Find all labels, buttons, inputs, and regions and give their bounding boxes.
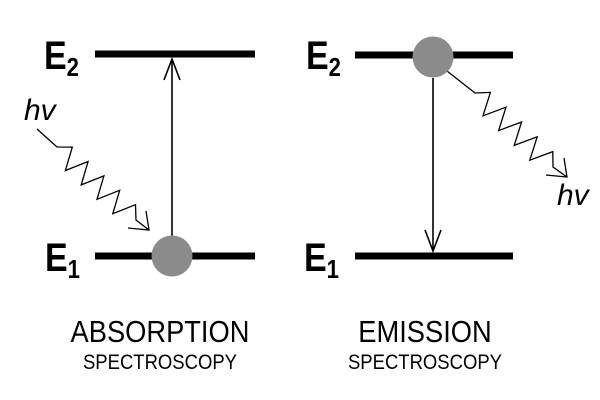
absorption-caption: ABSORPTION SPECTROSCOPY bbox=[28, 314, 292, 374]
absorption-upper-level-label: E2 bbox=[44, 36, 79, 80]
emission-lower-level-label: E1 bbox=[304, 238, 339, 282]
level-symbol: E bbox=[304, 236, 327, 280]
level-subscript: 2 bbox=[328, 52, 341, 82]
absorption-title: ABSORPTION bbox=[70, 314, 250, 349]
level-subscript: 2 bbox=[66, 52, 79, 82]
absorption-photon-arrowhead bbox=[127, 210, 150, 231]
emission-photon-label: hv bbox=[557, 179, 589, 212]
level-symbol: E bbox=[306, 34, 329, 78]
emission-photon-wavy-arrow bbox=[446, 70, 568, 178]
emission-caption: EMISSION SPECTROSCOPY bbox=[293, 314, 557, 374]
emission-photon-arrowhead bbox=[545, 157, 568, 178]
emission-upper-level-label: E2 bbox=[306, 36, 341, 80]
absorption-transition-arrowhead bbox=[163, 56, 181, 81]
level-subscript: 1 bbox=[326, 254, 339, 284]
absorption-photon-label: hv bbox=[24, 94, 56, 127]
absorption-electron-circle bbox=[151, 235, 193, 277]
level-subscript: 1 bbox=[67, 254, 80, 284]
emission-transition-arrowhead bbox=[424, 229, 442, 254]
level-symbol: E bbox=[44, 34, 67, 78]
absorption-lower-level-label: E1 bbox=[45, 238, 80, 282]
level-symbol: E bbox=[45, 236, 68, 280]
emission-title: EMISSION bbox=[358, 314, 492, 349]
emission-subtitle: SPECTROSCOPY bbox=[347, 351, 503, 374]
emission-electron-circle bbox=[412, 36, 454, 78]
absorption-photon-wavy-arrow bbox=[36, 128, 150, 231]
absorption-subtitle: SPECTROSCOPY bbox=[82, 351, 238, 374]
